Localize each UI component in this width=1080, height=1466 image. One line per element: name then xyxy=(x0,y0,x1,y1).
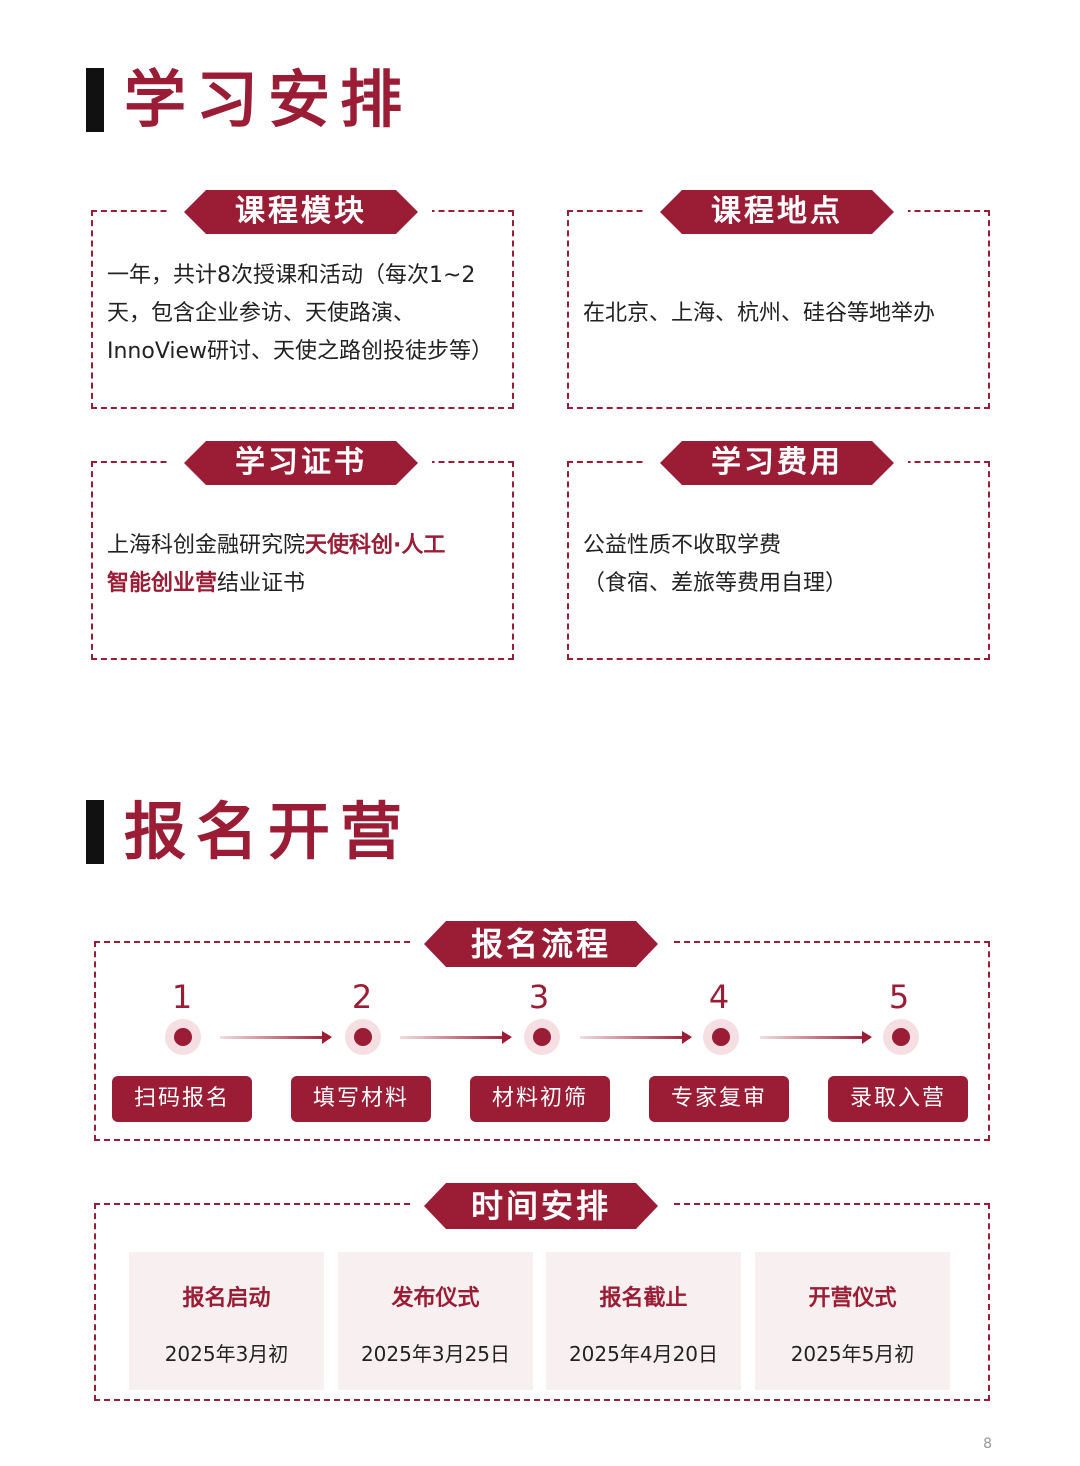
step-scan-qr[interactable]: 扫码报名 xyxy=(112,1076,252,1122)
fee-text: 公益性质不收取学费 （食宿、差旅等费用自理） xyxy=(583,533,848,596)
title-bar xyxy=(86,68,104,132)
certificate-tag: 学习证书 xyxy=(184,441,418,485)
arrow-right-icon xyxy=(760,1031,872,1044)
step-dot-4 xyxy=(703,1019,739,1055)
schedule-tag: 时间安排 xyxy=(424,1183,658,1229)
certificate-highlight: 天使科创·人工 xyxy=(305,533,446,558)
process-tag: 报名流程 xyxy=(424,921,658,967)
section-heading: 报名开营 xyxy=(124,795,413,868)
step-number-4: 4 xyxy=(708,978,730,1016)
course-module-text: 一年，共计8次授课和活动（每次1~2 天，包含企业参访、天使路演、 InnoVi… xyxy=(107,263,494,364)
step-dot-3 xyxy=(524,1019,560,1055)
step-expert-review[interactable]: 专家复审 xyxy=(649,1076,789,1122)
page-title: 学习安排 xyxy=(124,63,413,136)
course-module-tag: 课程模块 xyxy=(184,190,418,234)
fee-tag: 学习费用 xyxy=(660,441,894,485)
step-dot-2 xyxy=(345,1019,381,1055)
schedule-card-launch-ceremony: 发布仪式 2025年3月25日 xyxy=(338,1252,533,1390)
camp-name: 智能创业营 xyxy=(107,571,218,596)
schedule-card-registration-deadline: 报名截止 2025年4月20日 xyxy=(546,1252,741,1390)
course-location-tag: 课程地点 xyxy=(660,190,894,234)
arrow-right-icon xyxy=(400,1031,512,1044)
course-location-text: 在北京、上海、杭州、硅谷等地举办 xyxy=(583,301,936,326)
step-number-3: 3 xyxy=(528,978,550,1016)
page-number: 8 xyxy=(983,1436,992,1452)
step-number-5: 5 xyxy=(888,978,910,1016)
certificate-text: 上海科创金融研究院天使科创·人工 智能创业营结业证书 xyxy=(107,533,446,596)
step-number-1: 1 xyxy=(171,978,193,1016)
section-title-study: 学习安排 xyxy=(86,68,412,132)
step-dot-1 xyxy=(165,1019,201,1055)
section-title-enroll: 报名开营 xyxy=(86,800,412,864)
schedule-card-opening-ceremony: 开营仪式 2025年5月初 xyxy=(755,1252,950,1390)
arrow-right-icon xyxy=(580,1031,692,1044)
arrow-right-icon xyxy=(220,1031,332,1044)
step-dot-5 xyxy=(883,1019,919,1055)
step-number-2: 2 xyxy=(351,978,373,1016)
schedule-card-registration-start: 报名启动 2025年3月初 xyxy=(129,1252,324,1390)
step-fill-materials[interactable]: 填写材料 xyxy=(291,1076,431,1122)
step-initial-screening[interactable]: 材料初筛 xyxy=(470,1076,610,1122)
step-admission[interactable]: 录取入营 xyxy=(828,1076,968,1122)
title-bar xyxy=(86,800,104,864)
